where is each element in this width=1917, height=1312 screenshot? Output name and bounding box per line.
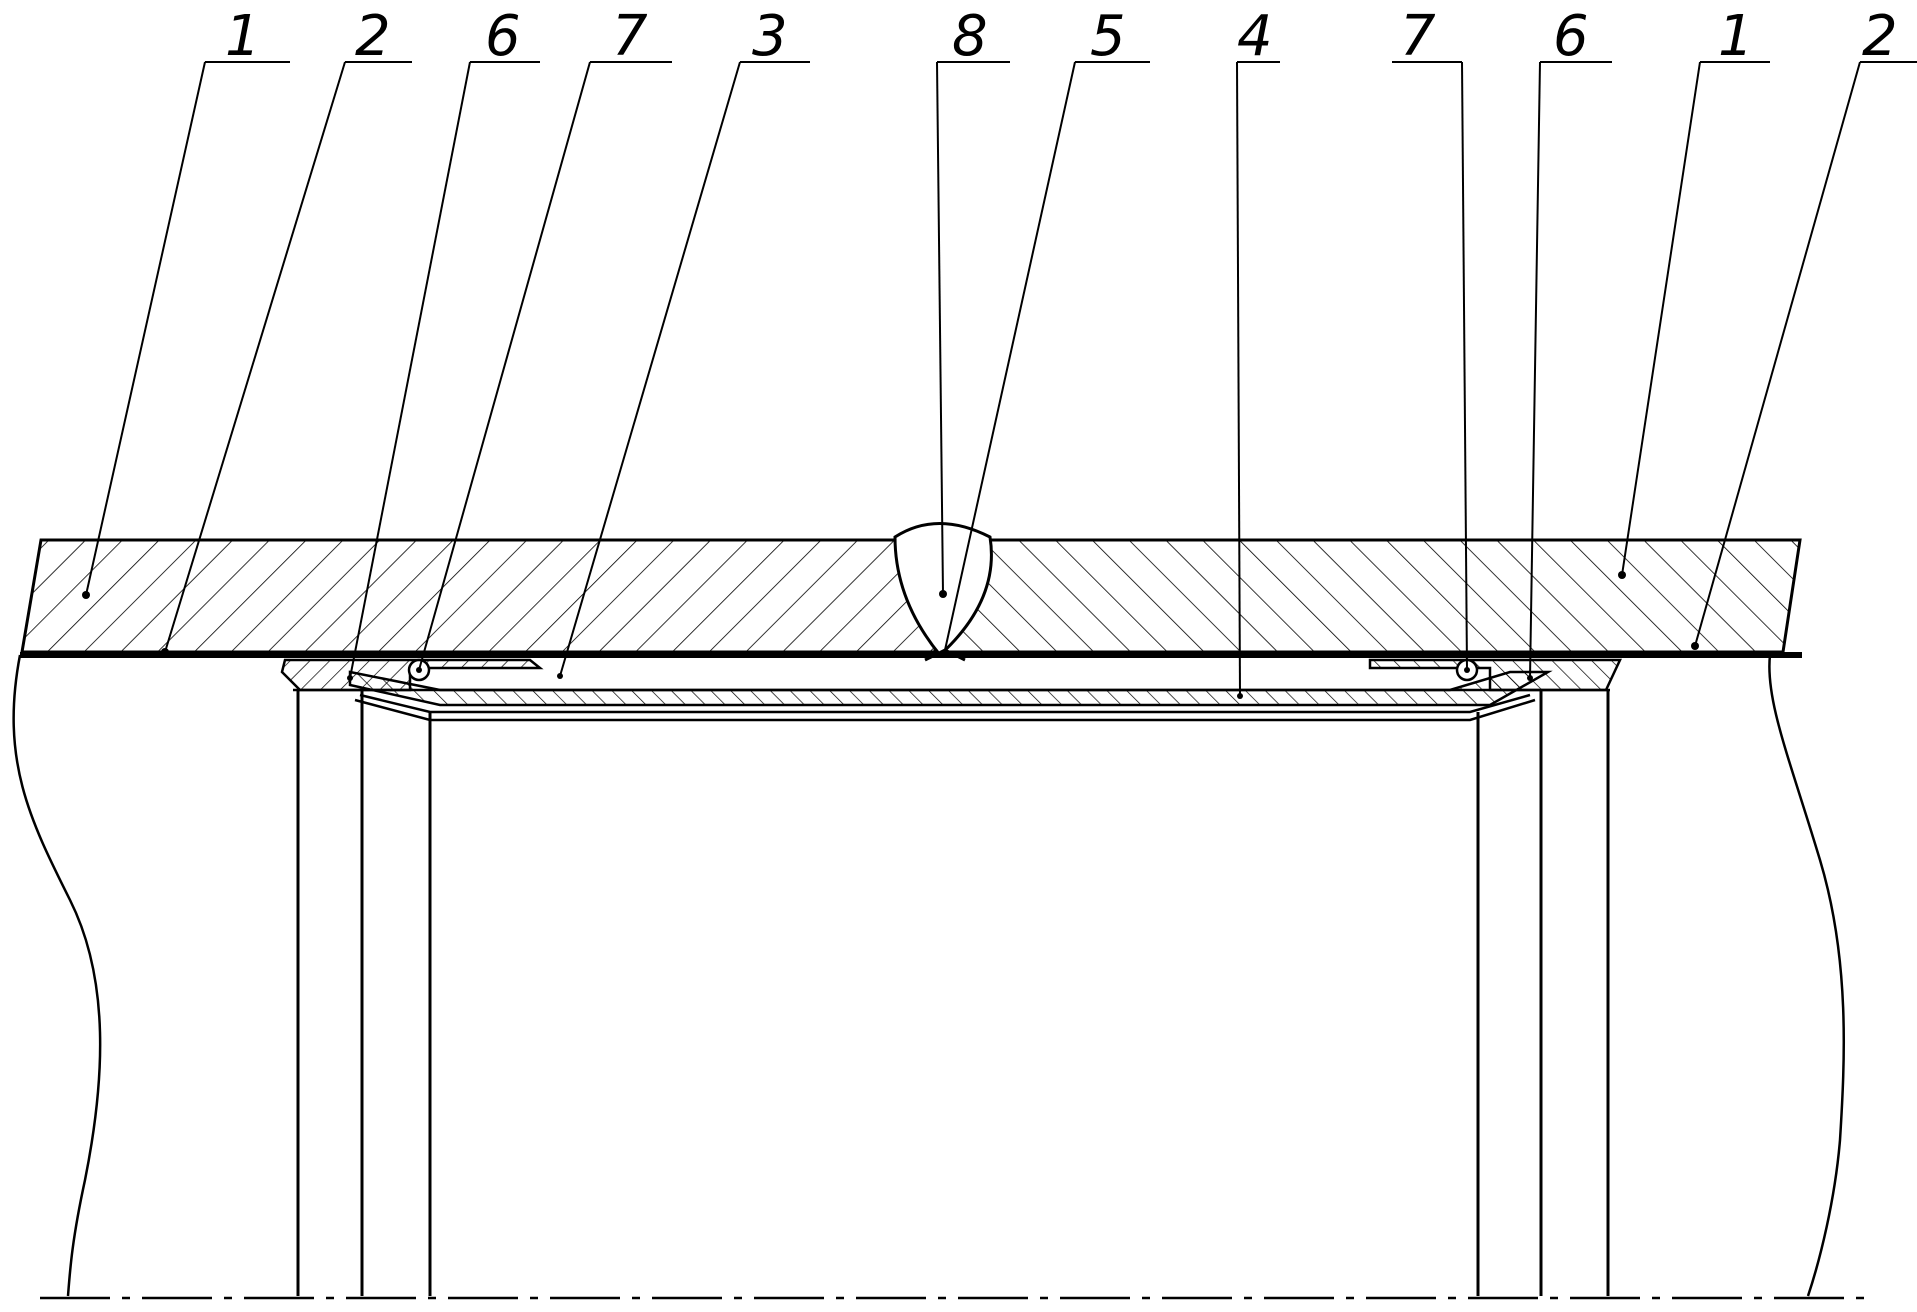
callout-5: 5 [1090,4,1126,69]
pipe-wall-left [20,538,937,654]
callout-1-right: 1 [1718,4,1754,69]
callout-3: 3 [752,4,788,69]
callout-8: 8 [952,4,988,69]
leader-dots [82,571,1699,656]
leader-lines [85,61,1917,697]
callout-2-right: 2 [1862,4,1898,69]
break-lines [12,654,1846,1297]
callout-7-right: 7 [1400,4,1436,69]
callout-6-left: 6 [485,4,521,69]
callout-6-right: 6 [1553,4,1589,69]
callout-1-left: 1 [225,4,261,69]
pipe-wall-right [933,538,1802,654]
callout-2-left: 2 [355,4,391,69]
callout-4: 4 [1237,4,1273,69]
inner-surface-edges [293,688,1610,1296]
callout-labels: 1 2 6 7 3 8 5 4 7 6 1 2 [225,4,1898,69]
liner-sleeve [280,648,1622,722]
callout-7-left: 7 [612,4,648,69]
